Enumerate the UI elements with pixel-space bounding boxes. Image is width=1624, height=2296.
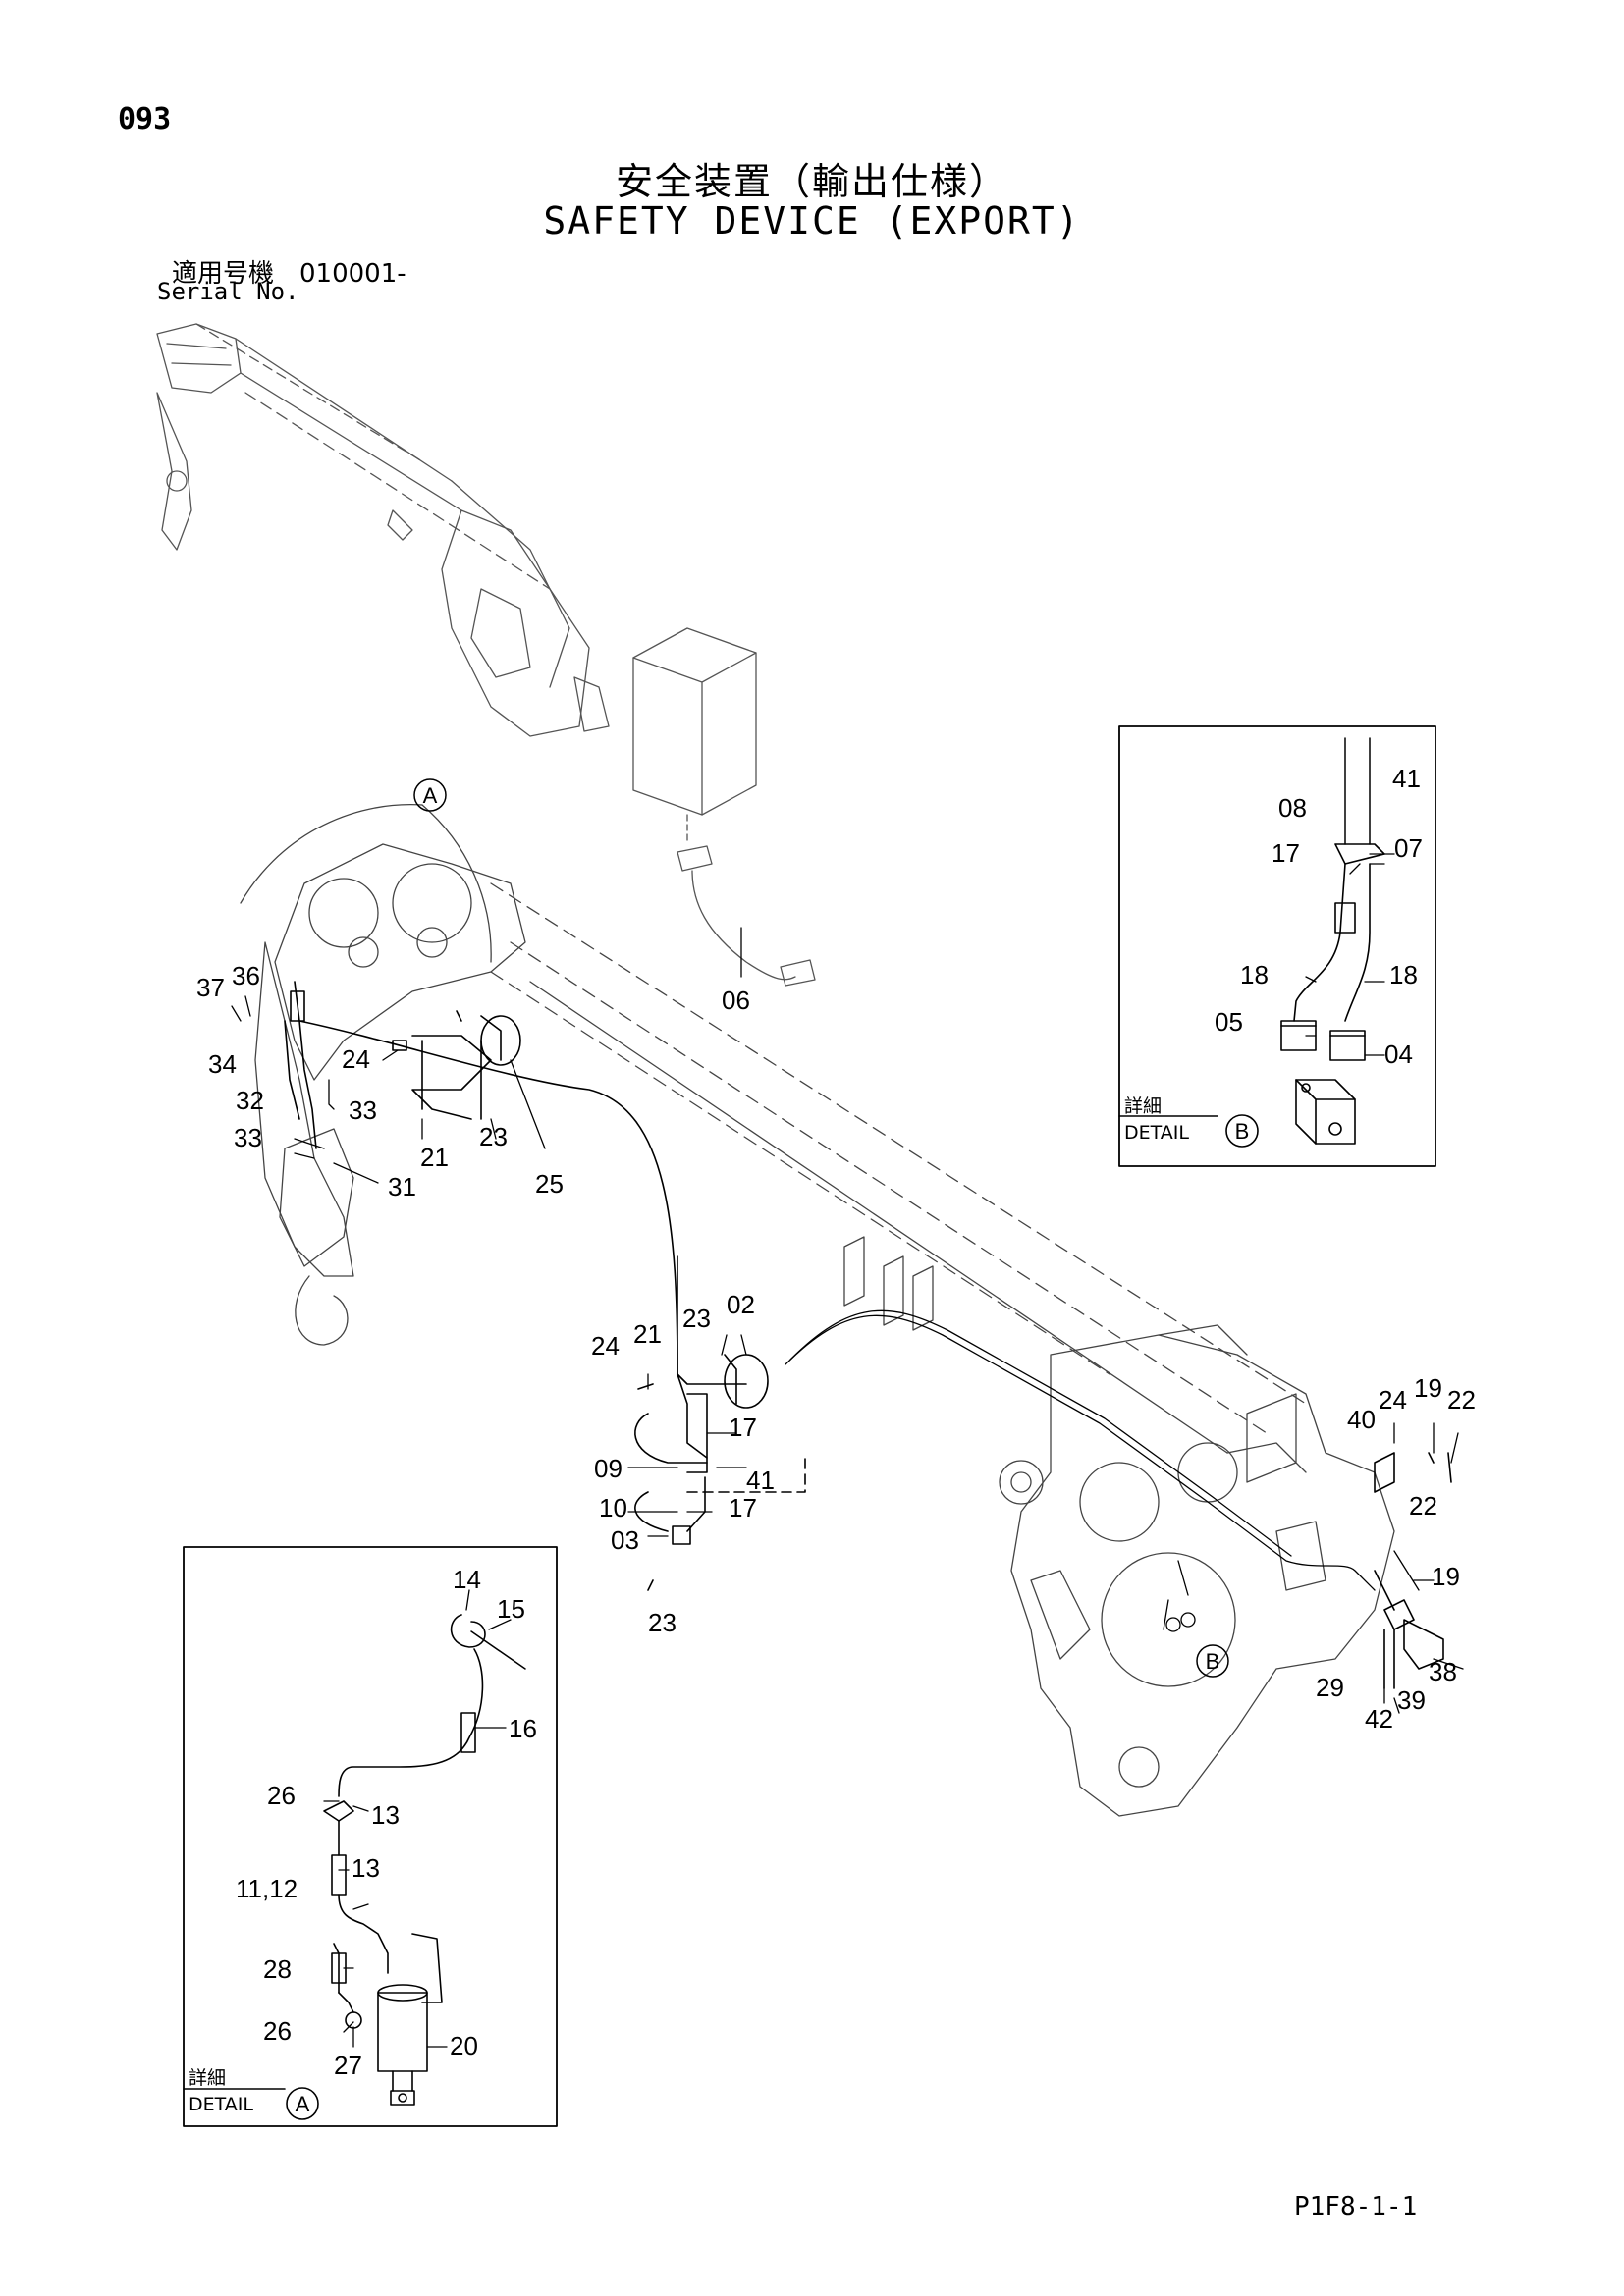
upper-boom-drawing — [156, 323, 610, 737]
page-code: P1F8-1-1 — [1294, 2192, 1418, 2221]
callout-a-16: 16 — [509, 1714, 537, 1743]
callout-a-26-lower: 26 — [263, 2016, 292, 2046]
callout-a-28: 28 — [263, 1954, 292, 1984]
callout-10: 10 — [599, 1493, 627, 1522]
callout-25: 25 — [535, 1169, 564, 1199]
detail-b-box — [1118, 725, 1436, 1167]
callout-19-upper: 19 — [1414, 1373, 1442, 1403]
page-number: 093 — [118, 102, 172, 136]
detail-a-box — [183, 1546, 558, 2127]
marker-b-label: B — [1206, 1649, 1220, 1674]
callout-a-13-lower: 13 — [352, 1853, 380, 1883]
callout-a-27: 27 — [334, 2051, 362, 2080]
harness-a — [284, 981, 747, 1385]
callout-37: 37 — [196, 973, 225, 1002]
callout-24-right: 24 — [1379, 1385, 1407, 1415]
callout-a-15: 15 — [497, 1594, 525, 1624]
callout-b-08: 08 — [1278, 793, 1307, 823]
callout-a-11-12: 11,12 — [236, 1874, 298, 1903]
callout-32: 32 — [236, 1086, 264, 1115]
callout-34: 34 — [208, 1049, 237, 1079]
marker-a-main: A — [413, 778, 447, 812]
callout-29: 29 — [1316, 1673, 1344, 1702]
bracket-cluster-38 — [1374, 1452, 1452, 1689]
callout-17-lower: 17 — [729, 1493, 757, 1522]
callout-21-mid: 21 — [633, 1319, 662, 1349]
control-box — [632, 627, 816, 987]
callout-17-upper: 17 — [729, 1413, 757, 1442]
callout-41-main: 41 — [746, 1466, 775, 1495]
callout-42: 42 — [1365, 1704, 1393, 1734]
callout-02: 02 — [727, 1290, 755, 1319]
callout-31: 31 — [388, 1172, 416, 1201]
callout-b-18-left: 18 — [1240, 960, 1269, 989]
callout-22-upper: 22 — [1447, 1385, 1476, 1415]
marker-b-main: B — [1196, 1644, 1229, 1678]
callout-a-20: 20 — [450, 2031, 478, 2060]
bracket-cluster-02 — [634, 1354, 806, 1591]
main-callouts: 06 37 36 34 32 33 33 31 24 21 23 25 23 0… — [196, 961, 1476, 1734]
callout-a-26-upper: 26 — [267, 1781, 296, 1810]
marker-a-label: A — [423, 783, 438, 808]
callout-36: 36 — [232, 961, 260, 990]
serial-label-english: Serial No. — [157, 278, 299, 305]
callout-22-lower: 22 — [1409, 1491, 1437, 1521]
callout-b-17: 17 — [1272, 838, 1300, 868]
callout-b-18-right: 18 — [1389, 960, 1418, 989]
callout-09: 09 — [594, 1454, 623, 1483]
callout-06: 06 — [722, 986, 750, 1015]
callout-23-lower: 23 — [648, 1608, 677, 1637]
callout-24-upper: 24 — [342, 1044, 370, 1074]
callout-24-mid: 24 — [591, 1331, 620, 1361]
callout-a-13-upper: 13 — [371, 1800, 400, 1830]
callout-b-07: 07 — [1394, 833, 1423, 863]
detail-b-callouts: 41 08 17 07 18 18 05 04 詳細 DETAIL B — [1124, 764, 1423, 1144]
callout-33-right: 33 — [349, 1095, 377, 1125]
callout-40: 40 — [1347, 1405, 1376, 1434]
title-japanese: 安全装置（輸出仕様） — [615, 160, 1008, 203]
callout-21-upper: 21 — [420, 1143, 449, 1172]
callout-23-upper: 23 — [479, 1122, 508, 1151]
detail-a-marker: A — [296, 2092, 310, 2116]
callout-03: 03 — [611, 1525, 639, 1555]
callout-a-14: 14 — [453, 1565, 481, 1594]
callout-b-05: 05 — [1215, 1007, 1243, 1037]
serial-label-japanese: 適用号機 010001- — [172, 259, 406, 289]
callout-19-lower: 19 — [1432, 1562, 1460, 1591]
callout-38: 38 — [1429, 1657, 1457, 1686]
detail-b-label-en: DETAIL — [1124, 1122, 1189, 1144]
detail-a-callouts: 14 15 16 26 13 11,12 13 28 26 20 27 詳細 D… — [189, 1565, 537, 2116]
callout-b-04: 04 — [1384, 1040, 1413, 1069]
leader-lines — [231, 853, 1464, 2048]
detail-a-label-jp: 詳細 — [189, 2067, 226, 2089]
detail-b-marker: B — [1235, 1119, 1250, 1144]
callout-b-41: 41 — [1392, 764, 1421, 793]
main-boom-drawing — [240, 804, 1395, 1817]
detail-b-label-jp: 詳細 — [1124, 1095, 1162, 1117]
detail-a-label-en: DETAIL — [189, 2094, 253, 2115]
callout-39: 39 — [1397, 1685, 1426, 1715]
title-english: SAFETY DEVICE (EXPORT) — [543, 199, 1081, 242]
callout-23-mid: 23 — [682, 1304, 711, 1333]
callout-33-left: 33 — [234, 1123, 262, 1152]
